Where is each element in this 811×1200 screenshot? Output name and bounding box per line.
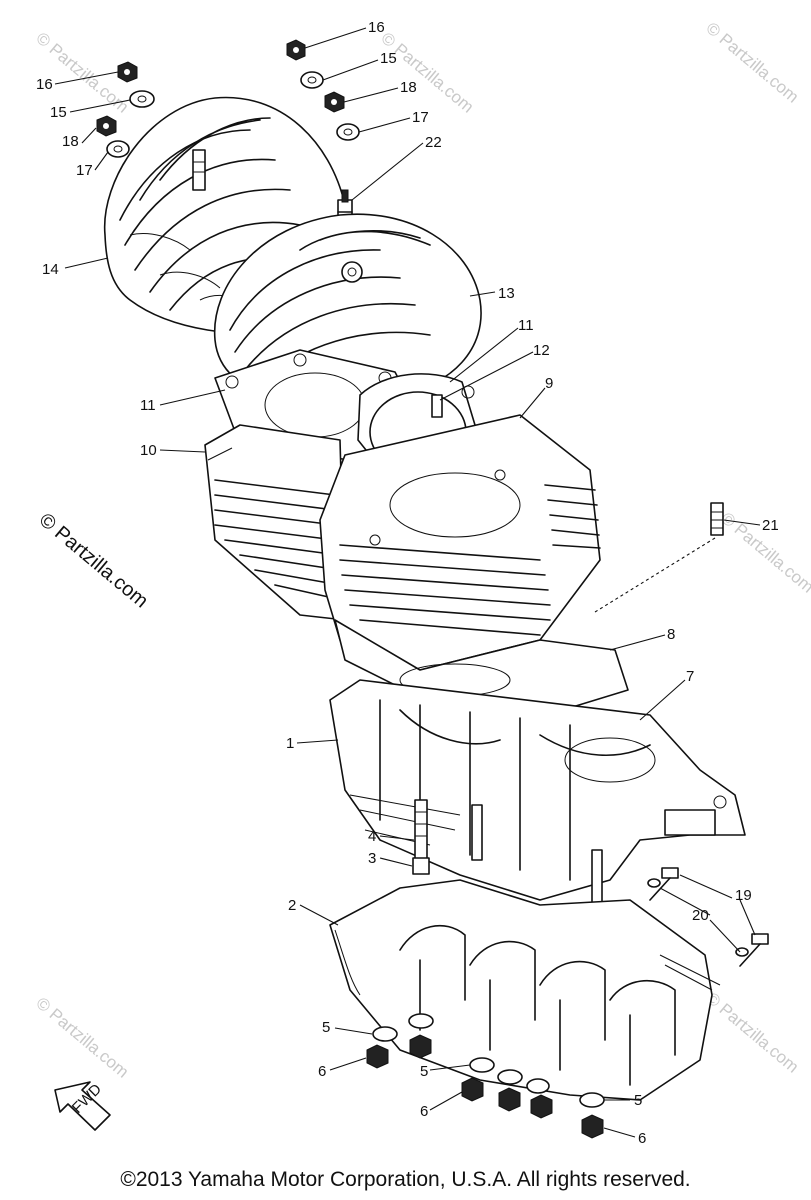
bolts-19-20 — [647, 867, 769, 967]
watermark-bottom-right: © Partzilla.com — [702, 989, 802, 1077]
callout-19: 19 — [735, 887, 752, 904]
callout-15: 15 — [50, 104, 67, 121]
callout-18-b: 18 — [400, 79, 417, 96]
washer-15-left — [129, 90, 155, 108]
callout-4: 4 — [368, 828, 376, 845]
watermark-side: © Partzilla.com — [35, 509, 152, 612]
washer-5-b — [469, 1057, 495, 1073]
callout-21: 21 — [762, 517, 779, 534]
watermark-top-center: © Partzilla.com — [377, 29, 477, 117]
washer-5-c — [579, 1092, 605, 1108]
dowel-3 — [412, 857, 430, 875]
callout-2: 2 — [288, 897, 296, 914]
callout-7: 7 — [686, 668, 694, 685]
bottom-hardware — [366, 1013, 605, 1139]
callout-11: 11 — [518, 317, 534, 334]
callout-10: 10 — [140, 442, 157, 459]
callout-6-c: 6 — [638, 1130, 646, 1147]
washer-17-right — [336, 123, 360, 141]
crankcase-upper — [329, 679, 746, 931]
cylinder-head-right — [213, 213, 482, 396]
callout-13: 13 — [498, 285, 515, 302]
callout-16-b: 16 — [368, 19, 385, 36]
nut-6-b — [461, 1077, 484, 1102]
stud-4 — [414, 799, 428, 861]
washer-17-left — [106, 140, 130, 158]
callout-17-b: 17 — [412, 109, 429, 126]
callout-16: 16 — [36, 76, 53, 93]
dowel-pin — [431, 394, 443, 418]
washer-15-right — [300, 71, 324, 89]
callout-6-a: 6 — [318, 1063, 326, 1080]
washer-5-a — [372, 1026, 398, 1042]
callout-22: 22 — [425, 134, 442, 151]
callout-9: 9 — [545, 375, 553, 392]
callout-11-b: 11 — [140, 397, 156, 414]
callout-18: 18 — [62, 133, 79, 150]
nut-6-a — [366, 1044, 389, 1069]
callout-20: 20 — [692, 907, 709, 924]
top-hardware — [96, 39, 360, 158]
watermark-top-right: © Partzilla.com — [702, 19, 802, 107]
cylinder-block-right — [319, 414, 601, 671]
nut-6-c — [581, 1114, 604, 1139]
callout-1: 1 — [286, 735, 294, 752]
callout-5-c: 5 — [634, 1092, 642, 1109]
dowel-21 — [594, 502, 724, 613]
callout-5-a: 5 — [322, 1019, 330, 1036]
callout-5-b: 5 — [420, 1063, 428, 1080]
base-gasket — [334, 619, 629, 721]
watermark-bottom-left: © Partzilla.com — [32, 994, 132, 1082]
callout-6-b: 6 — [420, 1103, 428, 1120]
callout-15-b: 15 — [380, 50, 397, 67]
callout-14: 14 — [42, 261, 59, 278]
leader-lines — [54, 27, 761, 1138]
callout-8: 8 — [667, 626, 675, 643]
copyright-notice: ©2013 Yamaha Motor Corporation, U.S.A. A… — [120, 1168, 691, 1191]
fwd-arrow-icon: FWD — [54, 1081, 111, 1131]
callout-3: 3 — [368, 850, 376, 867]
callouts: 16 15 18 17 16 15 18 17 22 14 13 11 12 1… — [36, 19, 779, 1147]
exploded-parts-diagram: © Partzilla.com © Partzilla.com © Partzi… — [32, 19, 811, 1147]
callout-17: 17 — [76, 162, 93, 179]
callout-12: 12 — [533, 342, 550, 359]
crankcase-lower — [329, 879, 721, 1101]
